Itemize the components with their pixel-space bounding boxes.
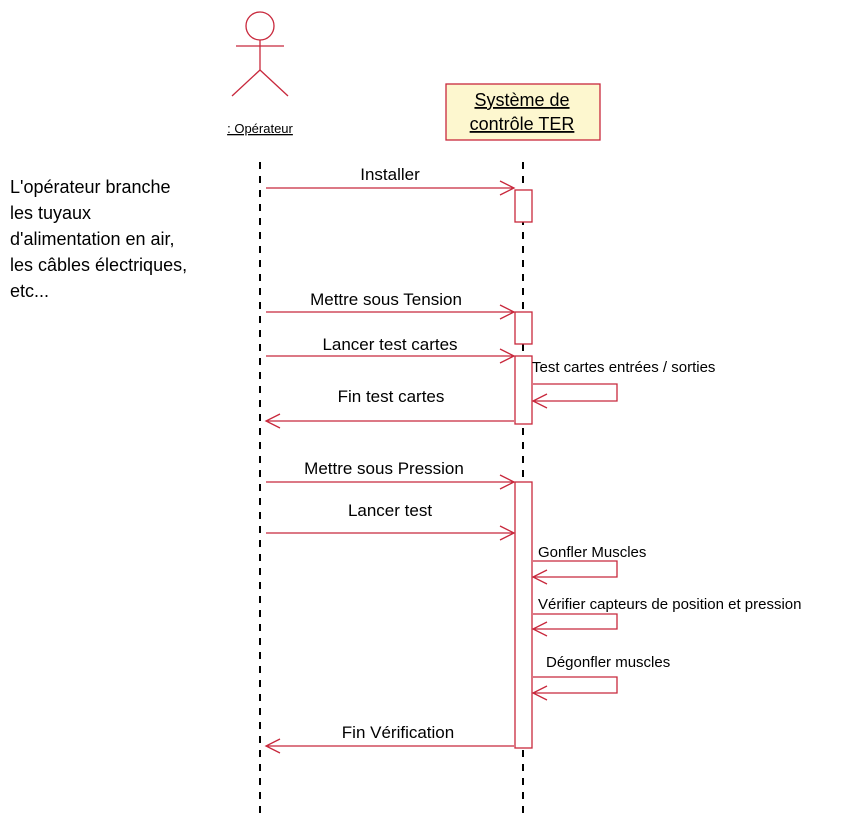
note-line: L'opérateur branche	[10, 177, 171, 197]
label-tension: Mettre sous Tension	[310, 290, 462, 309]
message-verifier-self	[533, 613, 618, 630]
note-line: etc...	[10, 281, 50, 301]
label-test-cartes: Test cartes entrées / sorties	[532, 359, 715, 376]
activation-test-cartes	[514, 355, 533, 425]
note-line: les câbles électriques,	[10, 255, 188, 275]
label-gonfler: Gonfler Muscles	[538, 544, 646, 561]
note-line: d'alimentation en air,	[10, 229, 175, 249]
message-degonfler-arrowhead	[531, 685, 548, 701]
message-gonfler-arrowhead	[531, 569, 548, 585]
operator-note: L'opérateur branche les tuyaux d'aliment…	[10, 174, 240, 304]
activation-tension	[514, 311, 533, 345]
message-pression-arrowhead	[499, 474, 516, 490]
actor-figure	[231, 11, 289, 97]
label-lancer-cartes: Lancer test cartes	[322, 335, 457, 354]
actor-left-leg	[231, 69, 261, 97]
message-lancer-cartes-arrowhead	[499, 348, 516, 364]
label-lancer-test: Lancer test	[348, 501, 432, 520]
message-test-cartes-arrowhead	[531, 393, 548, 409]
message-fin-cartes-arrowhead	[264, 413, 281, 429]
label-pression: Mettre sous Pression	[304, 459, 464, 478]
system-object-box	[445, 83, 601, 141]
message-test-cartes-self	[533, 383, 618, 402]
actor-right-leg	[259, 69, 289, 97]
note-line: les tuyaux	[10, 203, 92, 223]
message-tension-arrowhead	[499, 304, 516, 320]
label-degonfler: Dégonfler muscles	[546, 654, 670, 671]
label-verifier: Vérifier capteurs de position et pressio…	[538, 596, 801, 613]
message-installer-arrowhead	[499, 180, 516, 196]
system-name-line2: contrôle TER	[470, 114, 575, 134]
system-name-line1: Système de	[474, 90, 569, 110]
message-gonfler-self	[533, 560, 618, 578]
label-installer: Installer	[360, 165, 420, 184]
message-fin-verif-arrowhead	[264, 738, 281, 754]
message-degonfler-self	[533, 676, 618, 694]
message-lancer-test-arrowhead	[499, 525, 516, 541]
activation-installer	[514, 189, 533, 223]
actor-head	[245, 11, 275, 41]
label-fin-verif: Fin Vérification	[342, 723, 454, 742]
actor-label: : Opérateur	[227, 121, 293, 136]
label-fin-cartes: Fin test cartes	[338, 387, 445, 406]
message-verifier-arrowhead	[531, 621, 548, 637]
activation-test-main	[514, 481, 533, 749]
